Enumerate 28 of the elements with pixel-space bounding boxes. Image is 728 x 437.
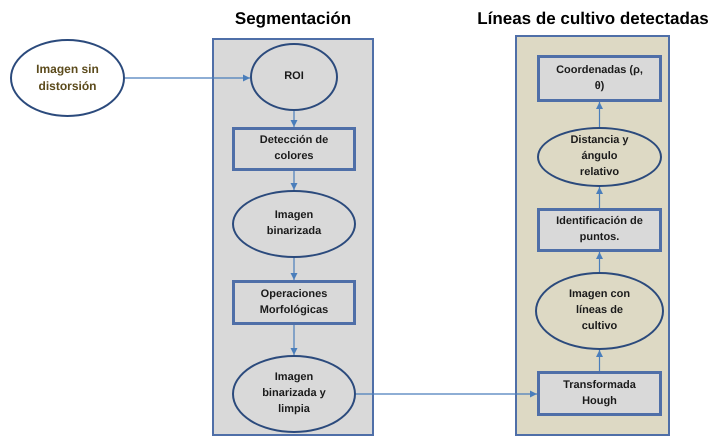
arrow [596,252,603,272]
arrow [596,350,603,371]
arrow [290,325,298,355]
process-box [232,280,356,325]
arrow [596,187,603,208]
node-label: Detección de colores [258,133,330,164]
node-label: Coordenadas (ρ, θ) [555,62,644,94]
node-label: Operaciones Morfológicas [258,286,330,318]
panel-title: Líneas de cultivo detectadas [477,8,709,30]
process-box [537,55,662,102]
node-label: Identificación de puntos. [555,214,644,245]
process-box [232,127,356,171]
process-box [537,208,662,252]
node-label: Imagen sin distorsión [35,60,100,95]
node-label: Transformada Hough [562,378,637,408]
arrow [290,111,298,127]
arrow [290,258,298,280]
arrow [125,74,250,82]
arrow [356,390,537,398]
node-label: Imagen binarizada [266,208,322,239]
panel-title: Segmentación [234,8,352,30]
node-label: Distancia y ángulo relativo [569,133,630,180]
node-label: Imagen binarizada y limpia [261,370,327,417]
arrow [596,102,603,127]
node-label: ROI [284,69,304,84]
node-label: Imagen con líneas de cultivo [568,287,632,334]
arrow [290,171,298,190]
process-box [537,371,662,416]
